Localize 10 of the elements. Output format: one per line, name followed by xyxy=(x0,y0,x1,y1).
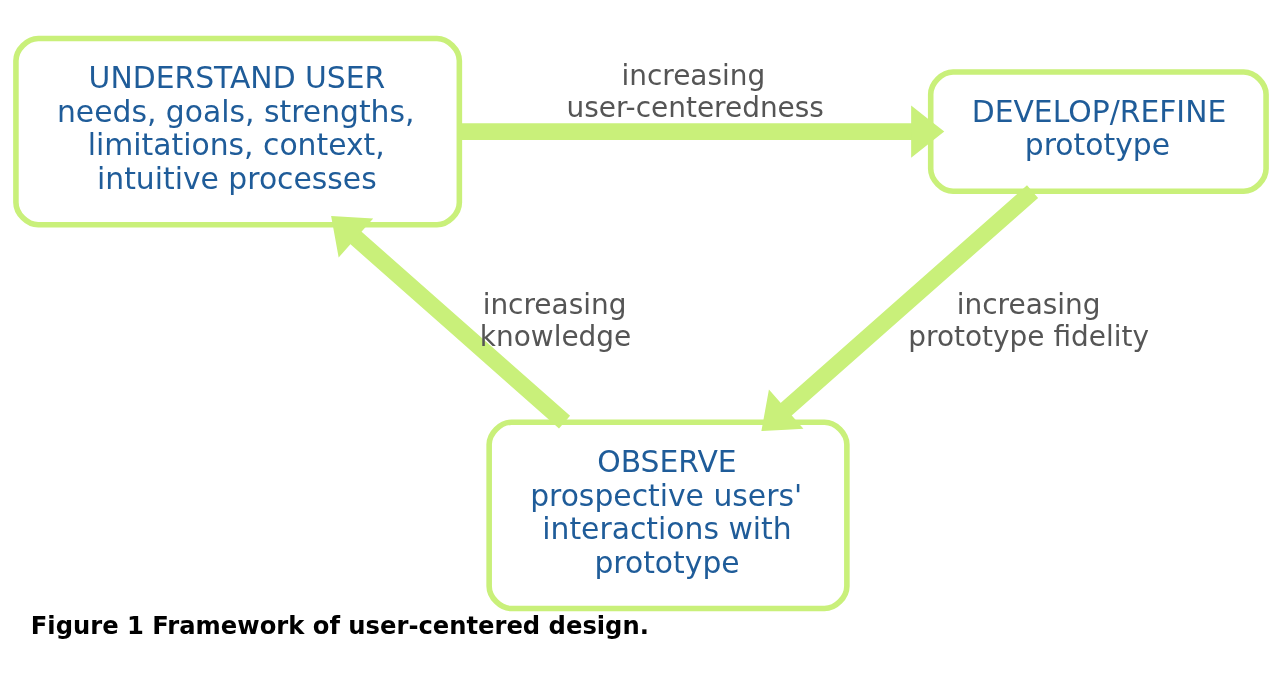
node-box: UNDERSTAND USER needs, goals, strengths, limitations, context, intuitive processes xyxy=(13,35,463,228)
edge-label: increasing prototype fidelity xyxy=(908,288,1149,353)
node-box: DEVELOP/REFINE prototype xyxy=(927,69,1269,195)
arrow xyxy=(331,216,571,429)
node-box: OBSERVE prospective users' interactions with prototype xyxy=(486,419,850,612)
edge-label: increasing knowledge xyxy=(479,288,632,353)
caption: Figure 1 Framework of user-centered design. xyxy=(30,611,649,640)
edge-label: increasing user-centeredness xyxy=(566,59,824,124)
arrow xyxy=(761,185,1039,432)
arrow xyxy=(459,105,945,158)
